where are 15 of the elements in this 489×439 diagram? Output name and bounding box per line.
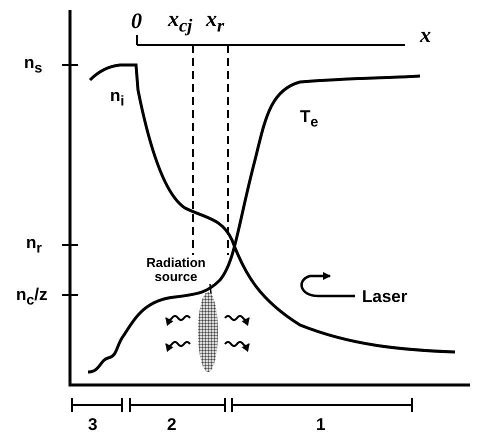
region-number: 2 bbox=[167, 416, 176, 433]
tick-label: n$_{r}$ bbox=[26, 234, 42, 256]
curve-label: T$_{e}$ bbox=[300, 108, 318, 130]
region-number: 3 bbox=[88, 416, 98, 433]
radiation-source-region bbox=[198, 292, 218, 372]
curve-label: n$_{i}$ bbox=[110, 87, 124, 109]
axis-label: x bbox=[420, 24, 431, 46]
axis-label: x$_{cj}$ bbox=[168, 8, 192, 35]
axis-label: x$_{r}$ bbox=[206, 8, 224, 35]
tick-label: n$_{c}$/z bbox=[16, 286, 48, 308]
axis-label: 0 bbox=[131, 10, 142, 32]
laser-label: Laser bbox=[362, 288, 408, 305]
region-number: 1 bbox=[316, 416, 326, 433]
leader-line bbox=[209, 284, 212, 294]
tick-label: n$_{s}$ bbox=[24, 54, 42, 76]
